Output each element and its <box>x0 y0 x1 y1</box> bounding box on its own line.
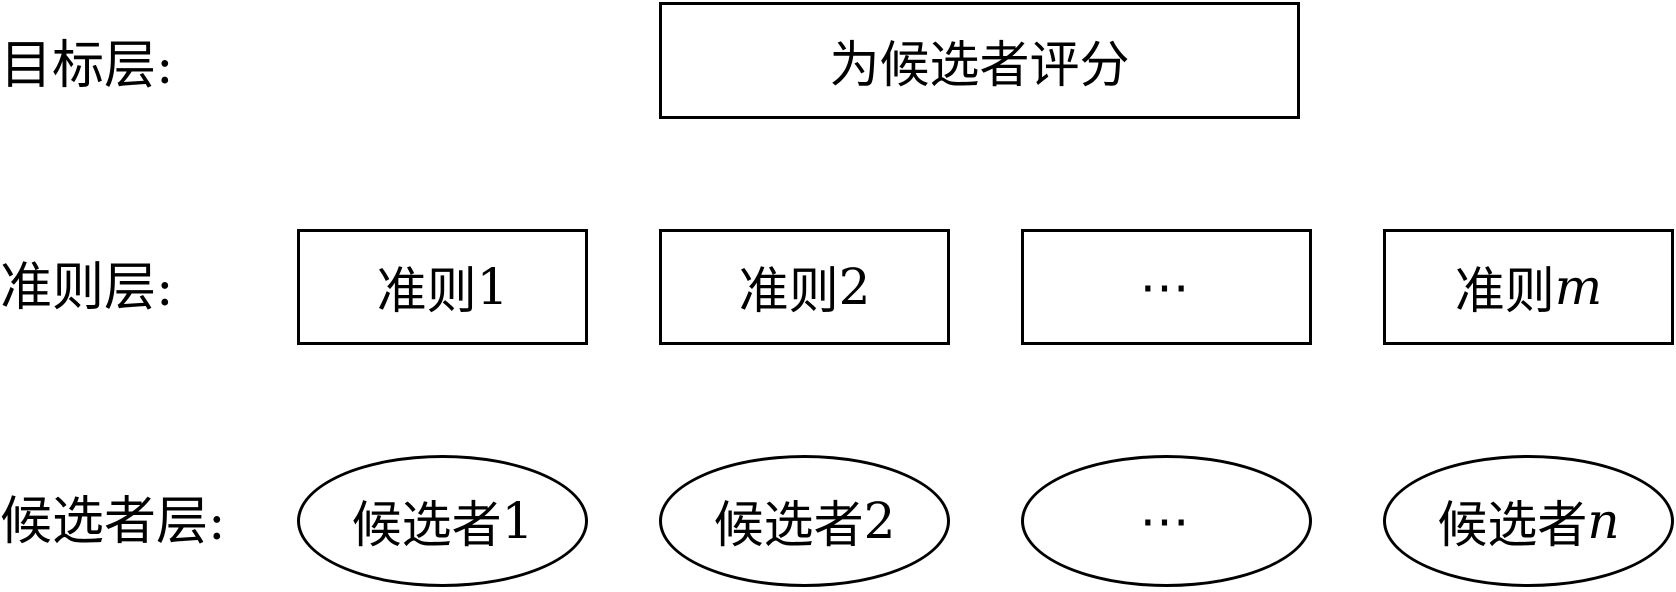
candidate-node-suffix: 1 <box>501 492 534 550</box>
criteria-node-ellipsis: ⋯ <box>1021 229 1312 345</box>
candidate-node-label: 候选者 <box>713 496 864 554</box>
candidate-node-label: 候选者 <box>1437 496 1588 554</box>
criteria-node-label: 准则 <box>738 262 839 320</box>
layer-label-candidates: 候选者层: <box>0 492 226 552</box>
layer-label-criteria: 准则层: <box>0 258 174 318</box>
layer-label-goal: 目标层: <box>0 36 174 96</box>
candidate-node-ellipsis: ⋯ <box>1021 455 1312 587</box>
criteria-node-suffix: m <box>1554 258 1603 316</box>
candidate-node-suffix: 2 <box>863 492 896 550</box>
criteria-node-label: 准则 <box>376 262 477 320</box>
candidate-node-label: 候选者 <box>351 496 502 554</box>
goal-node-label: 为候选者评分 <box>829 35 1130 94</box>
goal-node: 为候选者评分 <box>659 2 1300 119</box>
candidate-node-label: ⋯ <box>1139 492 1194 550</box>
candidate-node-suffix: n <box>1587 492 1620 550</box>
criteria-node-suffix: 1 <box>476 258 509 316</box>
criteria-node-label: 准则 <box>1454 262 1555 320</box>
criteria-node-suffix: 2 <box>838 258 871 316</box>
criteria-node-label: ⋯ <box>1139 258 1194 316</box>
